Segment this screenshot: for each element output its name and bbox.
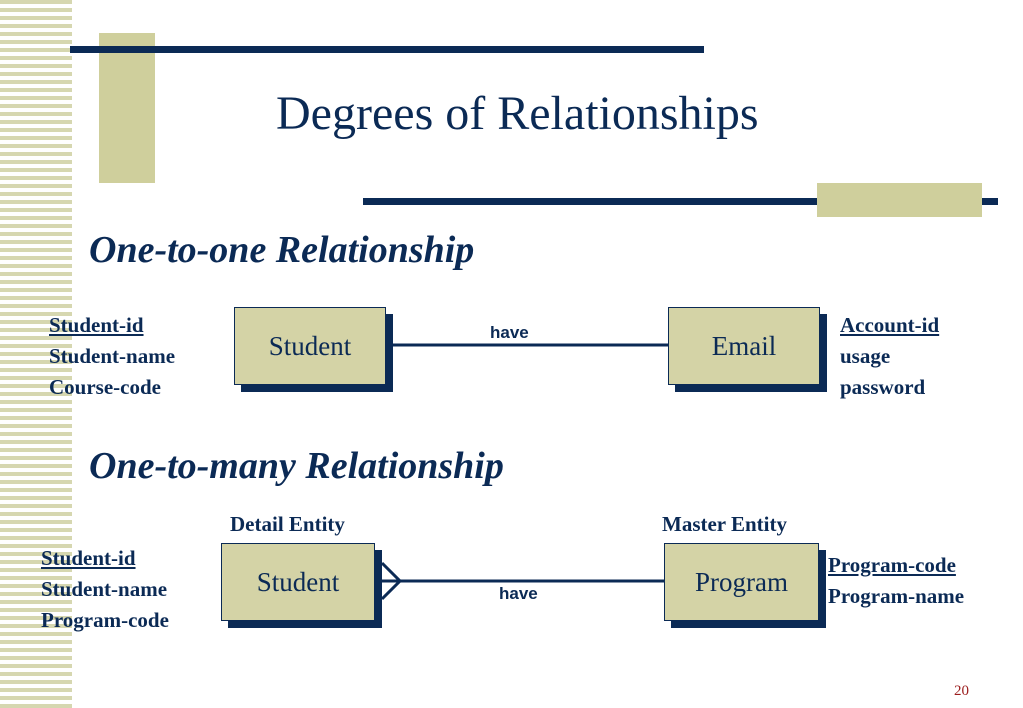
slide-title: Degrees of Relationships (276, 87, 759, 140)
attribute: Student-name (41, 577, 168, 601)
relationship-label: have (490, 323, 529, 342)
crows-foot-many-symbol (380, 561, 403, 601)
page-number: 20 (954, 683, 969, 699)
one-to-many-heading: One-to-many Relationship (89, 445, 504, 487)
attribute: password (840, 375, 926, 399)
decorative-rule (363, 198, 998, 205)
attribute: Student-name (49, 344, 176, 368)
attribute: Program-name (828, 584, 965, 608)
attribute: Course-code (49, 375, 161, 399)
primary-key-attribute: Student-id (49, 313, 144, 337)
program-entity: Program (664, 543, 819, 621)
master-entity-label: Master Entity (662, 512, 788, 536)
decorative-tan-block (99, 33, 155, 183)
student-attribute-list: Student-id Student-name Program-code (41, 543, 169, 636)
decorative-tan-block (817, 183, 982, 217)
entity-name: Student (268, 330, 352, 361)
student-entity: Student (221, 543, 375, 621)
primary-key-attribute: Account-id (840, 313, 940, 337)
entity-name: Student (256, 566, 340, 597)
email-entity: Email (668, 307, 820, 385)
attribute: usage (840, 344, 891, 368)
one-to-one-heading: One-to-one Relationship (89, 229, 475, 271)
attribute: Program-code (41, 608, 169, 632)
primary-key-attribute: Program-code (828, 553, 956, 577)
relationship-label: have (499, 584, 538, 603)
primary-key-attribute: Student-id (41, 546, 136, 570)
program-attribute-list: Program-code Program-name (828, 550, 964, 612)
email-attribute-list: Account-id usage password (840, 310, 939, 403)
decorative-rule (70, 46, 704, 53)
entity-name: Email (711, 330, 777, 361)
student-entity: Student (234, 307, 386, 385)
detail-entity-label: Detail Entity (230, 512, 345, 536)
striped-margin (0, 0, 72, 708)
student-attribute-list: Student-id Student-name Course-code (49, 310, 175, 403)
entity-name: Program (695, 566, 788, 597)
